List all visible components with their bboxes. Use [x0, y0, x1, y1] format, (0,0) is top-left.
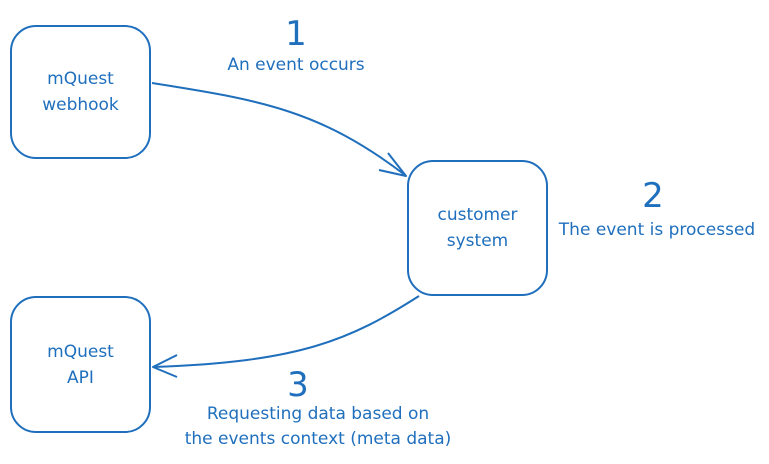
- step-3-number: 3: [287, 365, 309, 405]
- arrowhead-customer-to-api: [152, 354, 178, 378]
- mquest-webhook-node: mQuest webhook: [10, 25, 151, 159]
- arrowhead-webhook-to-customer: [378, 152, 407, 177]
- customer-system-label: customer system: [437, 205, 518, 251]
- arrow-customer-to-api: [152, 295, 420, 368]
- customer-system-node: customer system: [407, 160, 548, 296]
- mquest-api-node: mQuest API: [10, 296, 151, 433]
- step-2-number: 2: [642, 176, 664, 216]
- step-3-description: Requesting data based on the events cont…: [184, 404, 452, 449]
- step-2-description: The event is processed: [558, 220, 756, 240]
- arrow-webhook-to-customer: [151, 82, 406, 176]
- step-1-description: An event occurs: [227, 55, 365, 75]
- mquest-webhook-label: mQuest webhook: [42, 69, 119, 115]
- step-1-number: 1: [285, 14, 307, 54]
- mquest-api-label: mQuest API: [47, 341, 114, 388]
